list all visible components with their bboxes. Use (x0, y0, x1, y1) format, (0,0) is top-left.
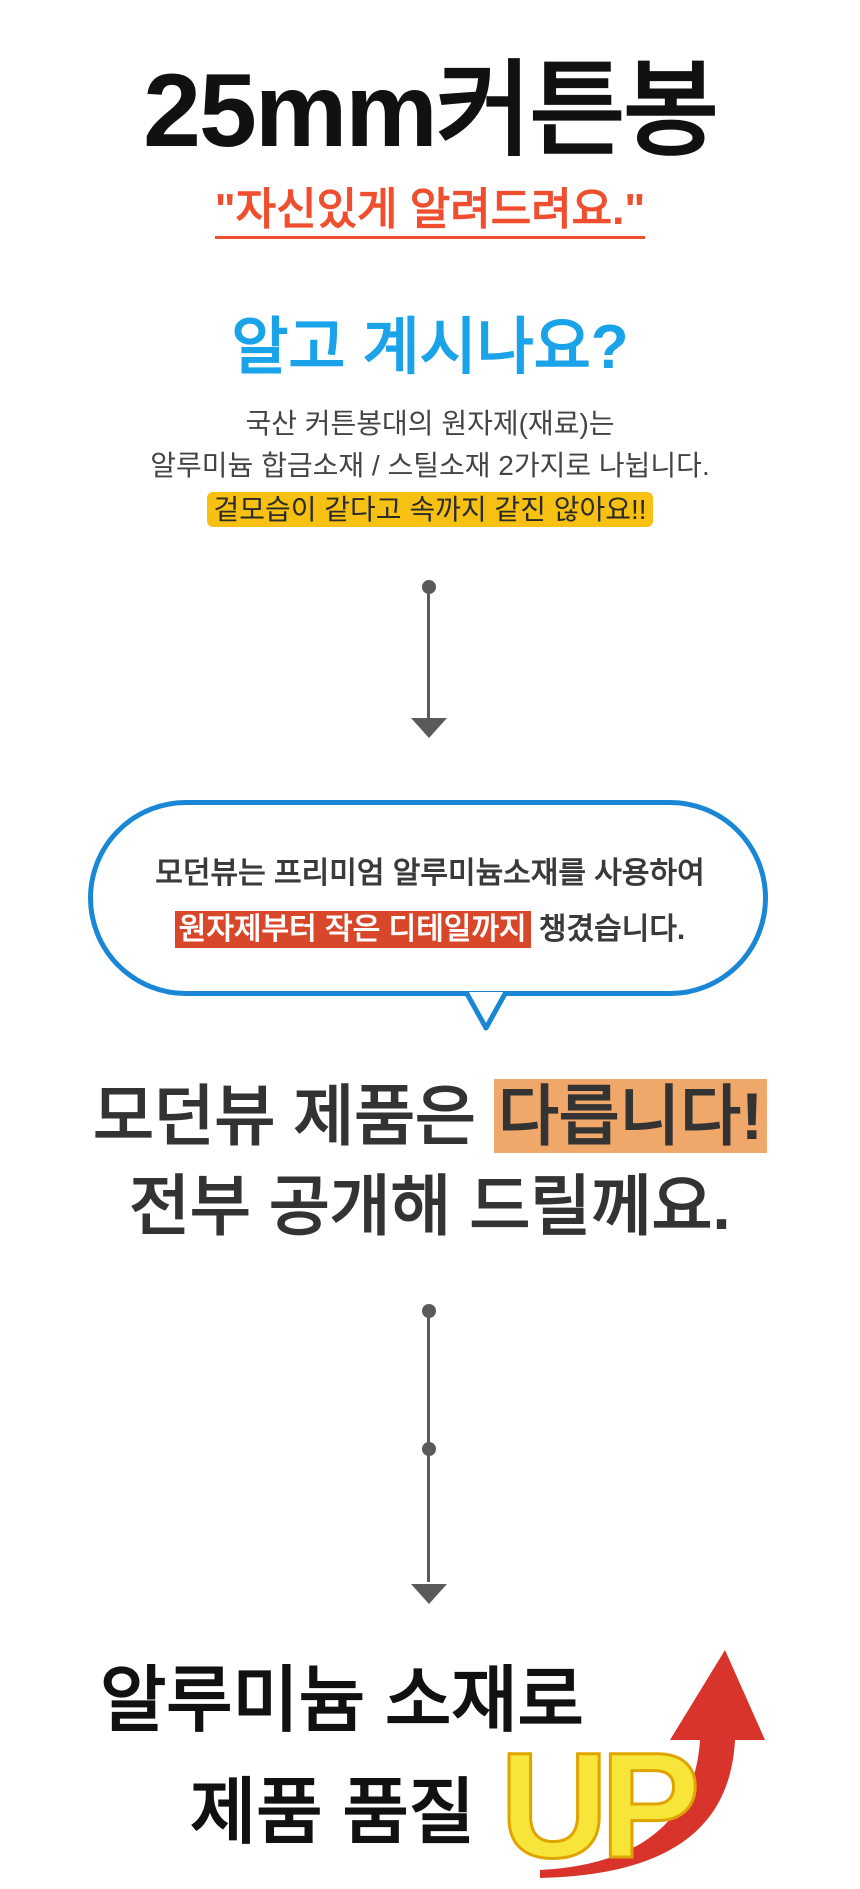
orange-highlight: 다릅니다! (494, 1079, 767, 1153)
flow-arrow-down-icon (411, 718, 447, 738)
intro-line-1: 국산 커튼봉대의 원자제(재료)는 (245, 408, 615, 439)
bubble-tail-icon (463, 990, 509, 1031)
intro-highlight-line: 겉모습이 같다고 속까지 같진 않아요!! (0, 490, 860, 530)
tagline: "자신있게 알려드려요." (0, 182, 860, 239)
flow-mid-dot (422, 1442, 436, 1456)
flow-line (427, 590, 430, 720)
intro-line-2: 알루미늄 합금소재 / 스틸소재 2가지로 나뉩니다. (150, 450, 710, 481)
tagline-text: "자신있게 알려드려요." (214, 185, 646, 239)
speech-bubble (88, 800, 768, 996)
flow-start-dot-2 (422, 1304, 436, 1318)
bubble-line-2: 원자제부터 작은 디테일까지 챙겼습니다. (0, 908, 860, 952)
page-title: 25mm커튼봉 (143, 53, 719, 169)
red-highlight: 원자제부터 작은 디테일까지 (174, 911, 531, 948)
flow-arrow-down-icon-2 (411, 1584, 447, 1604)
yellow-highlight: 겉모습이 같다고 속까지 같진 않아요!! (207, 492, 653, 527)
finale-line-1: 알루미늄 소재로 (100, 1661, 584, 1741)
up-text: UP (498, 1721, 701, 1889)
claim-line-1: 모던뷰 제품은 다릅니다! (0, 1076, 860, 1156)
claim-prefix: 모던뷰 제품은 (93, 1079, 495, 1153)
bubble-line-1: 모던뷰는 프리미엄 알루미늄소재를 사용하여 (155, 857, 705, 890)
claim-line-2: 전부 공개해 드릴께요. (129, 1169, 731, 1243)
red-up-arrow-icon (540, 1650, 765, 1878)
finale-line-2: 제품 품질 (190, 1773, 475, 1853)
flow-start-dot (422, 580, 436, 594)
bubble-line-2-rest: 챙겼습니다. (530, 913, 686, 946)
question-heading: 알고 계시나요? (231, 313, 629, 382)
